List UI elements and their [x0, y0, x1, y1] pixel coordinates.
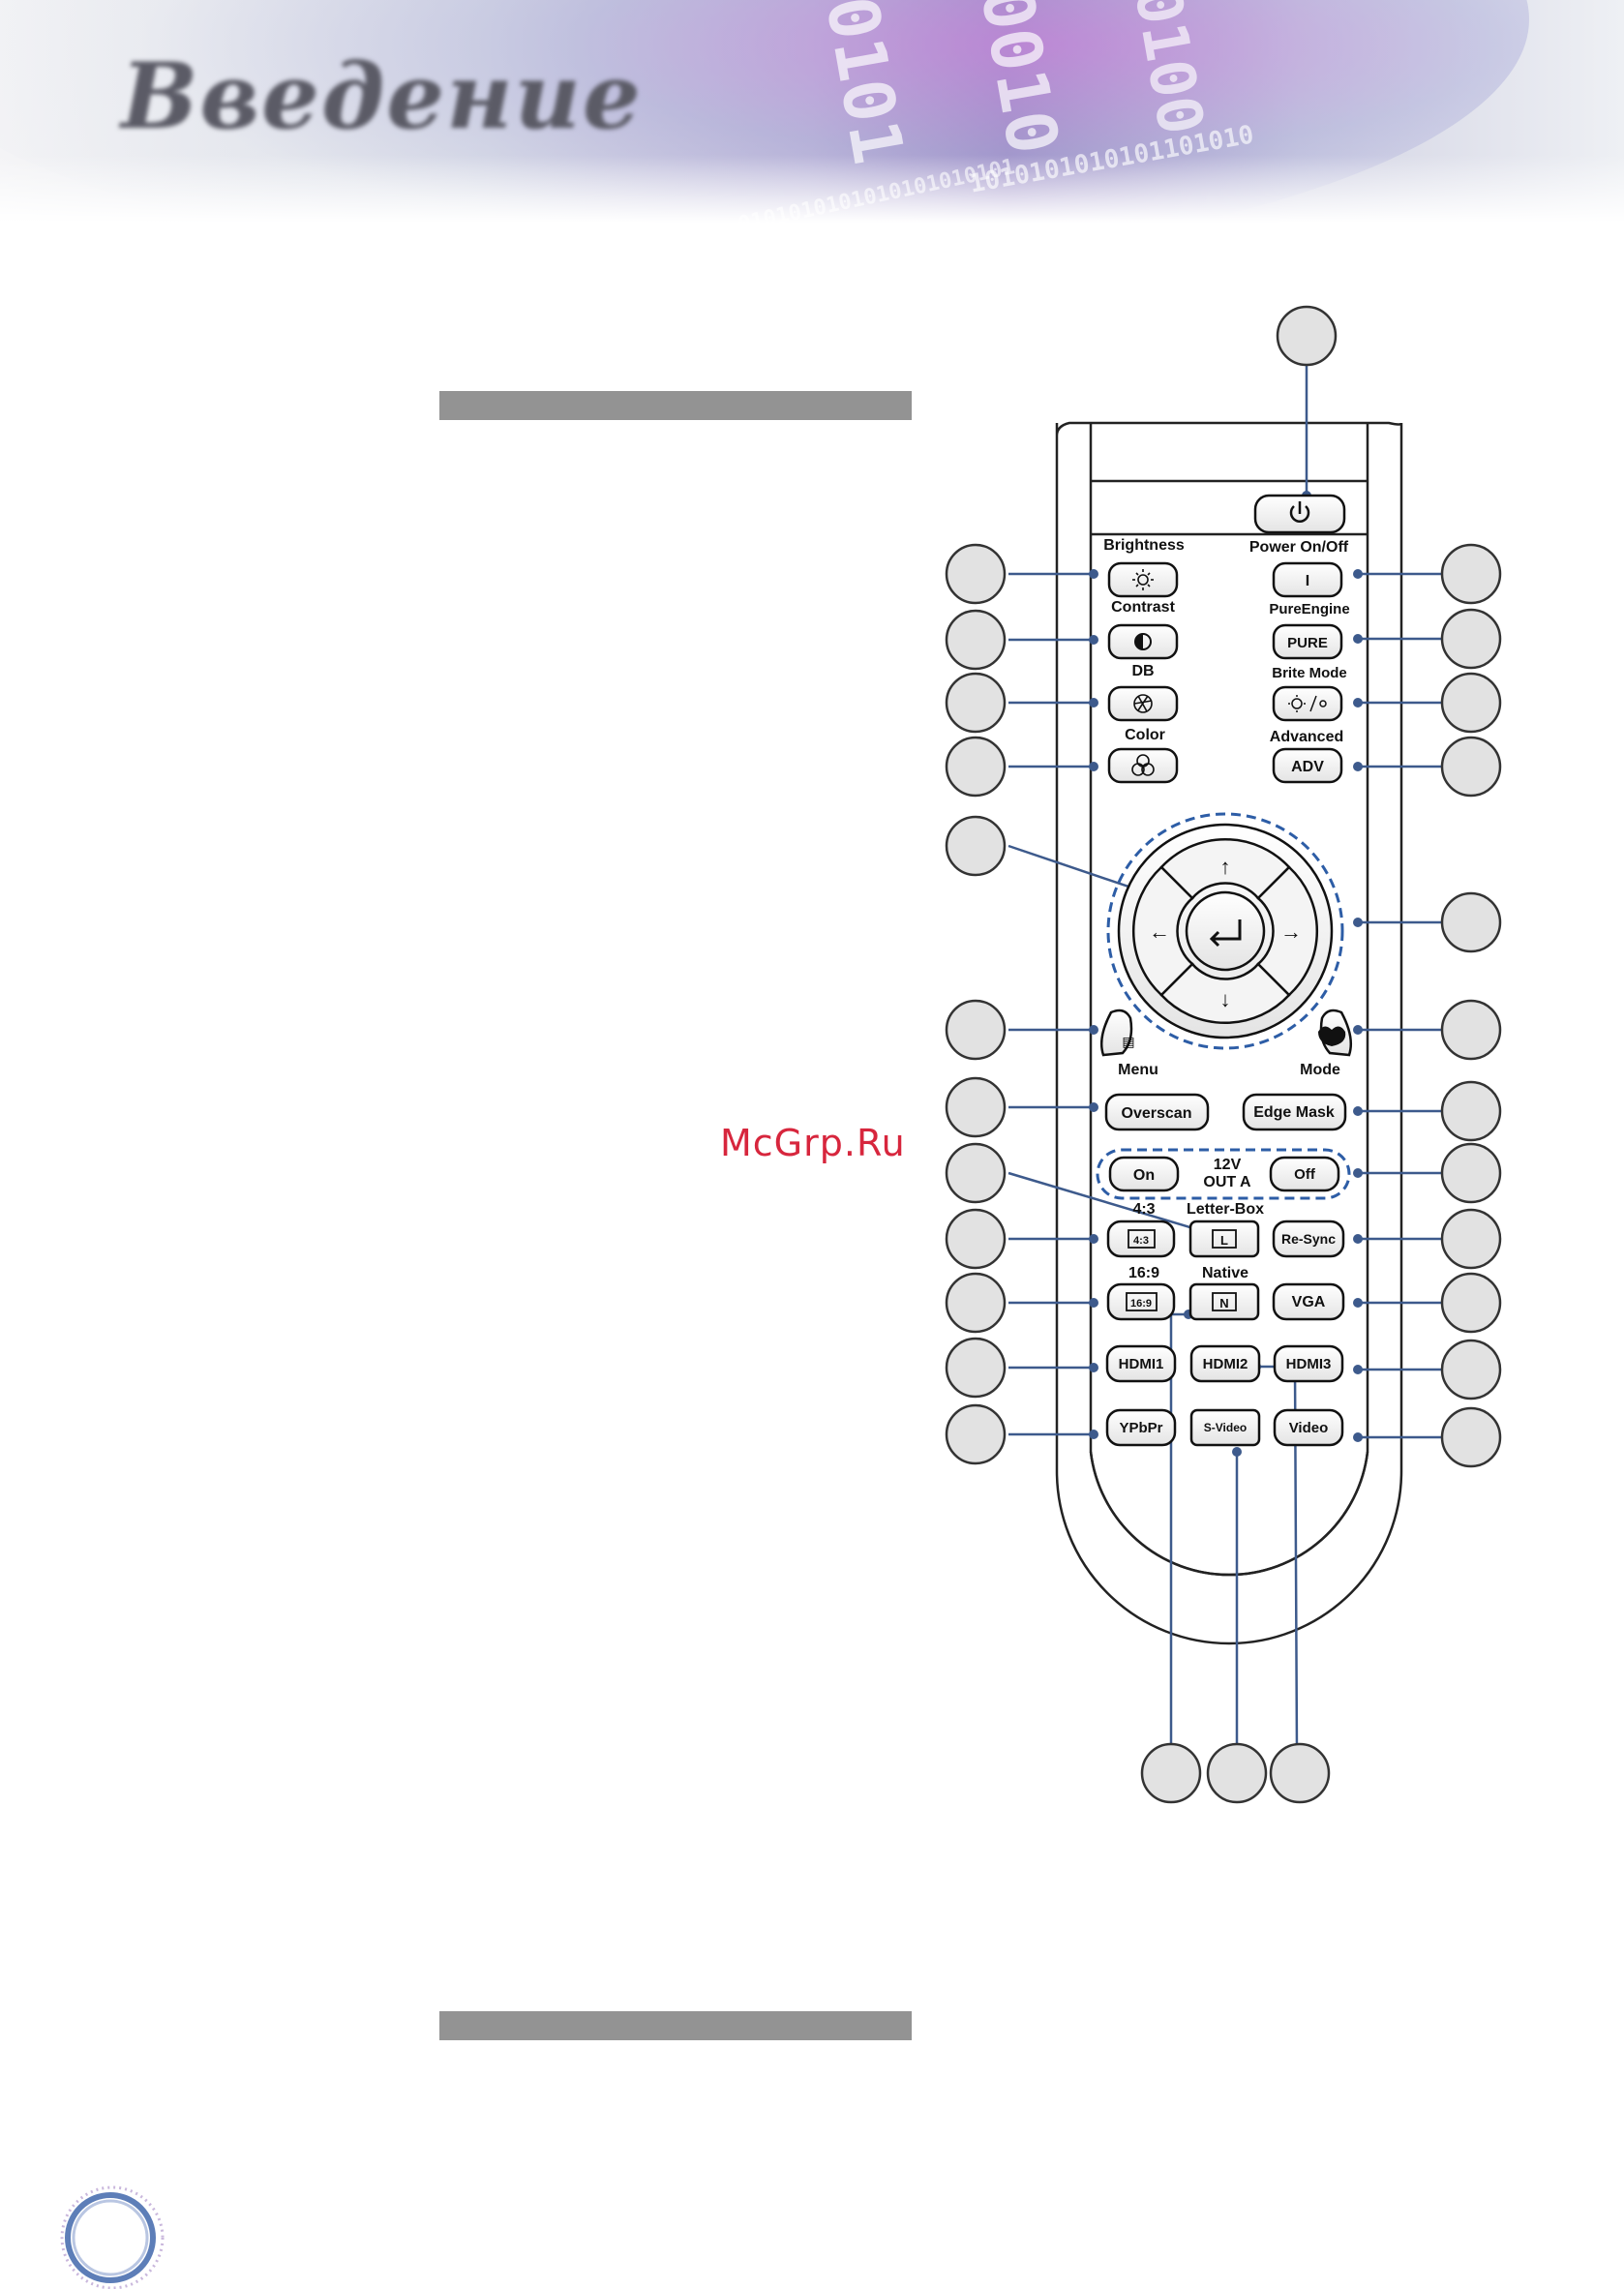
native-text: N [1219, 1296, 1228, 1310]
left-arrow-icon: ← [1149, 919, 1170, 944]
callout-circles [945, 305, 1502, 1804]
down-arrow-button[interactable]: ↓ [1159, 962, 1291, 1024]
letter-box-label: Letter-Box [1187, 1201, 1264, 1218]
power-label: Power On/Off [1249, 539, 1349, 556]
header-fade [0, 155, 1624, 223]
color-wheel-icon [1131, 754, 1155, 776]
hdmi3-button[interactable]: HDMI3 [1273, 1344, 1344, 1383]
enter-button[interactable] [1185, 890, 1266, 972]
native-button[interactable]: N [1188, 1282, 1260, 1321]
page-number-badge [60, 2185, 165, 2289]
ratio-43-text: 4:3 [1133, 1235, 1149, 1247]
overscan-button[interactable]: Overscan [1104, 1093, 1210, 1131]
brite-mode-icon [1288, 695, 1327, 712]
power-button[interactable] [1253, 494, 1346, 534]
ratio-169-text: 16:9 [1130, 1298, 1152, 1310]
color-label: Color [1125, 727, 1165, 743]
power-icon [1289, 501, 1310, 523]
edge-mask-text: Edge Mask [1253, 1104, 1335, 1121]
mode-button[interactable] [1318, 1009, 1352, 1057]
pure-text: PURE [1287, 635, 1328, 651]
menu-icon: ▤ [1122, 1035, 1134, 1050]
right-arrow-icon: → [1280, 919, 1302, 944]
hdmi1-button[interactable]: HDMI1 [1105, 1344, 1177, 1383]
hdmi1-text: HDMI1 [1119, 1356, 1164, 1372]
ratio-43-label: 4:3 [1132, 1201, 1155, 1218]
right-arrow-button[interactable]: → [1256, 865, 1318, 997]
up-arrow-icon: ↑ [1220, 855, 1231, 879]
menu-button[interactable]: ▤ [1100, 1009, 1135, 1057]
section-bar-bottom [439, 2011, 912, 2040]
mode-label: Mode [1300, 1062, 1340, 1078]
power-on-text: I [1306, 573, 1309, 589]
hdmi2-text: HDMI2 [1203, 1356, 1248, 1372]
ratio-169-label: 16:9 [1128, 1265, 1159, 1281]
letter-box-text: L [1220, 1233, 1228, 1248]
12v-on-button[interactable]: On [1108, 1156, 1180, 1192]
12v-off-button[interactable]: Off [1269, 1156, 1340, 1192]
chapter-title: Введение [121, 44, 643, 150]
contrast-button[interactable] [1107, 623, 1179, 660]
out-a-label: OUT A [1203, 1174, 1251, 1190]
native-label: Native [1202, 1265, 1248, 1281]
brightness-button[interactable] [1107, 561, 1179, 598]
s-video-button[interactable]: S-Video [1189, 1408, 1261, 1447]
color-button[interactable] [1107, 747, 1179, 784]
db-label: DB [1131, 663, 1154, 679]
menu-label: Menu [1118, 1062, 1158, 1078]
left-arrow-button[interactable]: ← [1132, 865, 1194, 997]
watermark: McGrp.Ru [720, 1122, 906, 1164]
power-on-button[interactable]: I [1272, 561, 1343, 598]
s-video-text: S-Video [1204, 1421, 1247, 1434]
callout-lines [1007, 365, 1442, 1755]
12v-out-group: 12V OUT A [1096, 1148, 1351, 1200]
section-bar-top [439, 391, 912, 420]
ypbpr-text: YPbPr [1119, 1420, 1162, 1436]
ratio-43-button[interactable]: 4:3 [1106, 1220, 1176, 1258]
brite-mode-button[interactable] [1272, 685, 1343, 722]
page-header-banner: 0101 0010 0100 0101010101010101010101 10… [0, 0, 1624, 223]
sun-icon [1132, 569, 1154, 590]
brite-mode-label: Brite Mode [1272, 665, 1347, 681]
brightness-label: Brightness [1103, 537, 1185, 554]
ratio-169-button[interactable]: 16:9 [1106, 1282, 1176, 1321]
adv-text: ADV [1291, 759, 1324, 775]
remote-body [1055, 421, 1403, 1645]
aperture-icon [1133, 694, 1153, 713]
down-arrow-icon: ↓ [1220, 987, 1231, 1011]
hdmi2-button[interactable]: HDMI2 [1189, 1344, 1261, 1383]
up-arrow-button[interactable]: ↑ [1159, 838, 1291, 900]
mode-icon [1318, 1026, 1346, 1046]
re-sync-text: Re-Sync [1281, 1231, 1336, 1247]
off-text: Off [1294, 1166, 1316, 1183]
advanced-label: Advanced [1270, 729, 1343, 745]
on-text: On [1133, 1167, 1155, 1184]
re-sync-button[interactable]: Re-Sync [1272, 1220, 1345, 1258]
video-text: Video [1289, 1420, 1329, 1436]
enter-icon [1209, 919, 1242, 948]
adv-button[interactable]: ADV [1272, 747, 1343, 784]
vga-button[interactable]: VGA [1272, 1282, 1345, 1321]
letter-box-button[interactable]: L [1188, 1220, 1260, 1258]
12v-label: 12V [1214, 1157, 1242, 1173]
navigation-pad: ↑ ↓ ← → [1106, 812, 1344, 1050]
video-button[interactable]: Video [1273, 1408, 1344, 1447]
contrast-icon [1134, 633, 1152, 650]
vga-text: VGA [1292, 1294, 1326, 1310]
contrast-label: Contrast [1111, 599, 1175, 616]
ypbpr-button[interactable]: YPbPr [1105, 1408, 1177, 1447]
hdmi3-text: HDMI3 [1286, 1356, 1332, 1372]
edge-mask-button[interactable]: Edge Mask [1242, 1093, 1347, 1131]
overscan-text: Overscan [1122, 1105, 1192, 1122]
pure-engine-label: PureEngine [1269, 601, 1349, 617]
pure-button[interactable]: PURE [1272, 623, 1343, 660]
db-button[interactable] [1107, 685, 1179, 722]
